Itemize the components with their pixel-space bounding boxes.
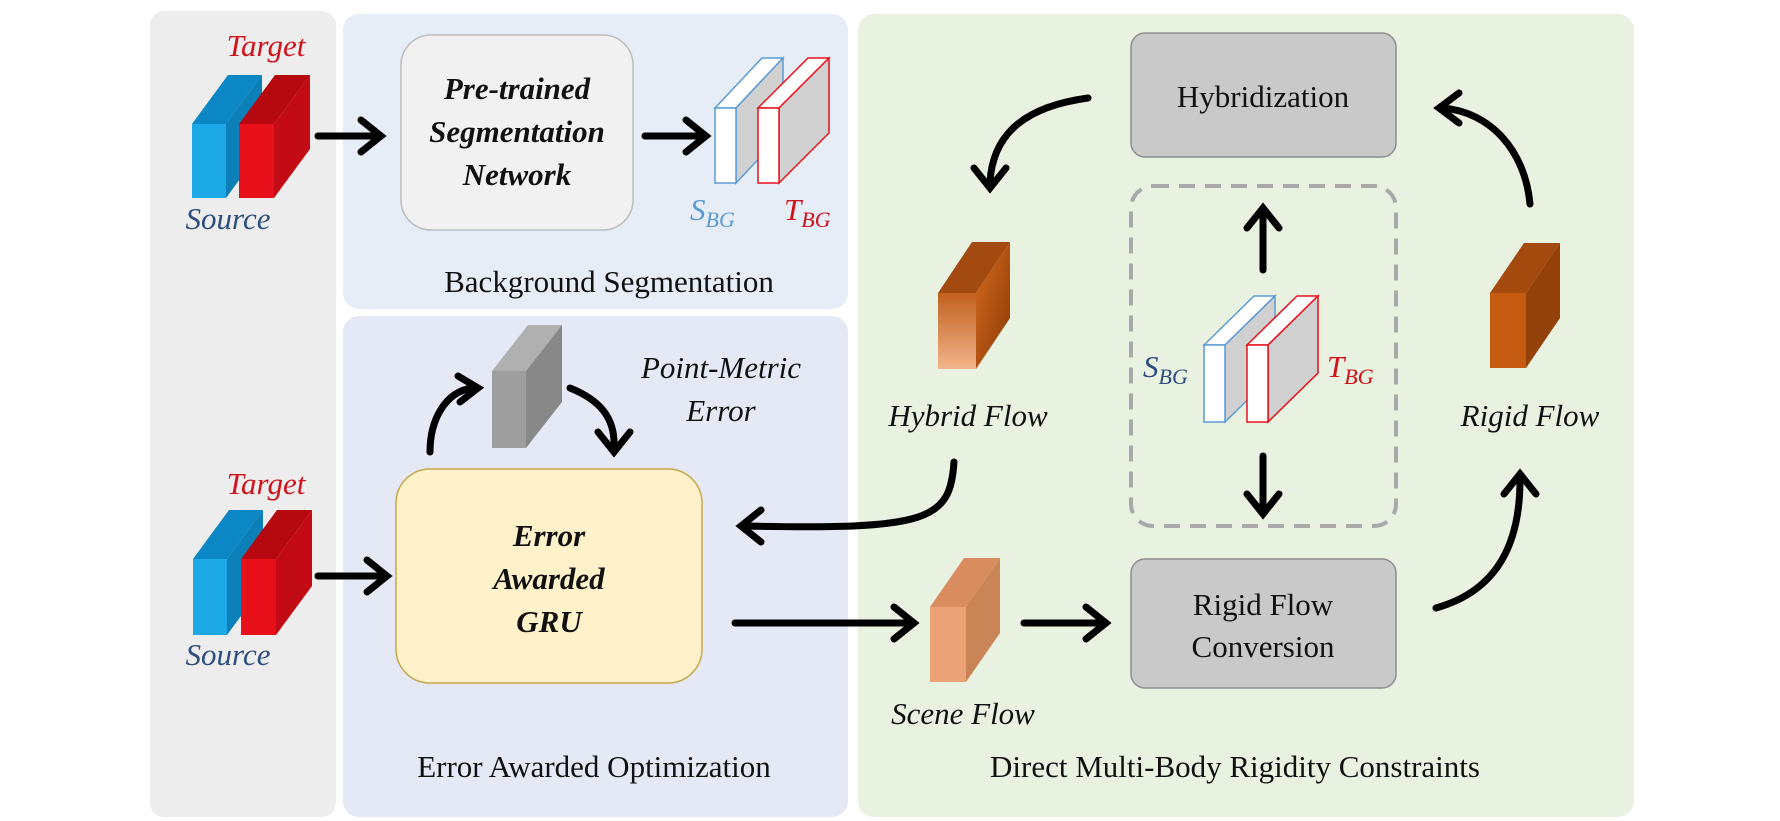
rigid-flow-conversion-box xyxy=(1130,558,1397,689)
rigid-flow-block xyxy=(1490,243,1560,368)
arrow-gru-to-error xyxy=(426,372,485,456)
hybridization-box xyxy=(1130,32,1397,158)
arrow-scene-to-conversion xyxy=(1020,603,1112,643)
bottom-target-label: Target xyxy=(227,466,307,501)
error-awarded-optimization-title: Error Awarded Optimization xyxy=(417,749,771,784)
top-source-mask-label: SBG xyxy=(690,192,735,232)
point-metric-line-1: Point-Metric xyxy=(640,350,801,385)
mask-dashed-box xyxy=(1129,184,1398,528)
scene-flow-label: Scene Flow xyxy=(891,696,1035,731)
top-target-mask-label: TBG xyxy=(784,192,831,232)
rigid-flow-label: Rigid Flow xyxy=(1460,398,1600,433)
top-source-label: Source xyxy=(186,201,271,236)
center-background-masks xyxy=(1202,294,1320,424)
bottom-source-target-blocks xyxy=(193,510,312,635)
rigid-conversion-line-1: Rigid Flow xyxy=(1193,587,1334,622)
network-line-1: Pre-trained xyxy=(443,71,591,106)
gru-line-3: GRU xyxy=(516,604,583,639)
center-target-mask-label: TBG xyxy=(1327,349,1374,389)
arrow-hybrid-to-gru xyxy=(735,458,958,546)
rigidity-constraints-title: Direct Multi-Body Rigidity Constraints xyxy=(990,749,1480,784)
point-metric-error-block xyxy=(492,325,562,448)
arrow-network-to-masks xyxy=(641,116,712,156)
segmentation-network-box xyxy=(400,34,634,231)
error-awarded-gru-box xyxy=(395,468,703,684)
arrow-gru-to-scene xyxy=(731,603,920,643)
gru-line-1: Error xyxy=(512,518,586,553)
arrow-input-to-gru xyxy=(314,556,393,596)
arrow-rigid-to-hybridization xyxy=(1433,89,1534,208)
bottom-source-label: Source xyxy=(186,637,271,672)
top-background-masks xyxy=(713,56,831,185)
hybrid-flow-label: Hybrid Flow xyxy=(887,398,1048,433)
gru-line-2: Awarded xyxy=(491,561,605,596)
rigidity-constraints-panel xyxy=(858,14,1634,817)
arrow-masks-to-hybridization xyxy=(1243,202,1283,274)
top-source-target-blocks xyxy=(192,75,310,198)
rigid-conversion-line-2: Conversion xyxy=(1192,629,1335,664)
arrow-input-to-network xyxy=(314,116,387,156)
hybridization-label: Hybridization xyxy=(1177,79,1350,114)
arrow-hybridization-to-hybrid xyxy=(970,94,1092,194)
background-segmentation-title: Background Segmentation xyxy=(444,264,774,299)
arrow-masks-to-conversion xyxy=(1243,452,1283,520)
arrow-error-to-gru xyxy=(566,384,634,458)
scene-flow-block xyxy=(930,558,1000,682)
hybrid-flow-block xyxy=(938,242,1010,369)
center-source-mask-label: SBG xyxy=(1143,349,1188,389)
top-target-label: Target xyxy=(227,28,307,63)
point-metric-line-2: Error xyxy=(685,393,756,428)
arrow-conversion-to-rigid xyxy=(1432,468,1540,612)
network-line-3: Network xyxy=(462,157,572,192)
network-line-2: Segmentation xyxy=(429,114,605,149)
